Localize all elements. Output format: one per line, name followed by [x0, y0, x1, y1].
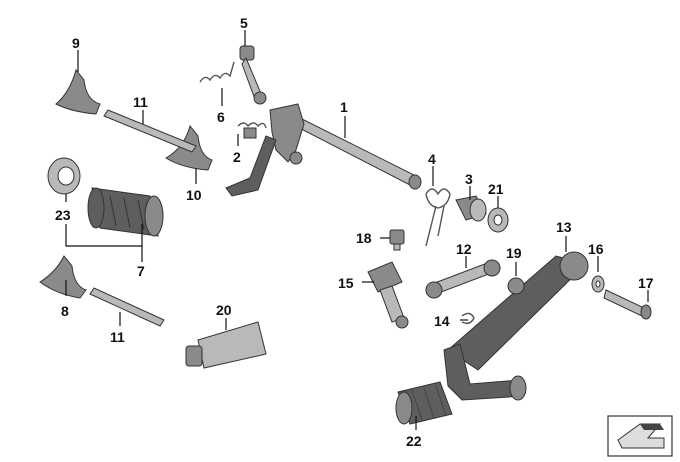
part-9-shift-fork — [55, 68, 101, 115]
part-1-selector-shaft — [225, 103, 422, 197]
callout-9: 9 — [72, 35, 80, 51]
callout-12: 12 — [456, 241, 472, 257]
callout-17: 17 — [638, 275, 654, 291]
callout-18: 18 — [356, 230, 372, 246]
part-20-grease-tube — [185, 321, 267, 369]
part-22-rubber — [395, 381, 453, 425]
part-11-fork-rod-lower — [89, 287, 165, 327]
callout-3: 3 — [465, 171, 473, 187]
callout-20: 20 — [216, 302, 232, 318]
part-21-washer — [487, 207, 509, 233]
callout-7: 7 — [137, 263, 145, 279]
callout-6: 6 — [217, 109, 225, 125]
callout-1: 1 — [340, 99, 348, 115]
callout-5: 5 — [240, 15, 248, 31]
callout-2: 2 — [233, 149, 241, 165]
part-3-bushing — [455, 195, 487, 222]
callout-8: 8 — [61, 303, 69, 319]
callout-11-lower: 11 — [110, 329, 125, 345]
callout-19: 19 — [506, 245, 522, 261]
callout-4: 4 — [428, 151, 436, 167]
part-12-pin — [425, 259, 501, 299]
part-6-spring — [199, 61, 235, 83]
part-4-torsion-spring — [425, 188, 451, 247]
callout-14: 14 — [434, 313, 450, 329]
part-15-lever — [367, 261, 409, 329]
part-17-bolt — [603, 289, 652, 320]
part-16-washer — [591, 275, 605, 293]
callout-21: 21 — [488, 181, 504, 197]
part-14-clip — [461, 312, 475, 325]
part-8-shift-fork — [39, 255, 87, 299]
callout-13: 13 — [556, 219, 572, 235]
part-7-shift-drum — [87, 187, 164, 237]
part-19-bushing — [507, 277, 525, 295]
part-18-screw — [389, 229, 405, 251]
part-2-spring — [237, 122, 267, 139]
arrow-shift-icon — [607, 415, 673, 457]
part-13-shift-pedal — [443, 251, 589, 401]
callout-10: 10 — [186, 187, 202, 203]
callout-16: 16 — [588, 241, 604, 257]
callout-11-upper: 11 — [133, 94, 148, 110]
callout-23: 23 — [55, 207, 71, 223]
callout-22: 22 — [406, 433, 422, 449]
callout-15: 15 — [338, 275, 354, 291]
part-23-cam-plate — [47, 157, 81, 195]
leader-lines — [65, 30, 649, 430]
part-5-link — [239, 45, 267, 105]
part-11-fork-rod-upper — [103, 109, 197, 153]
